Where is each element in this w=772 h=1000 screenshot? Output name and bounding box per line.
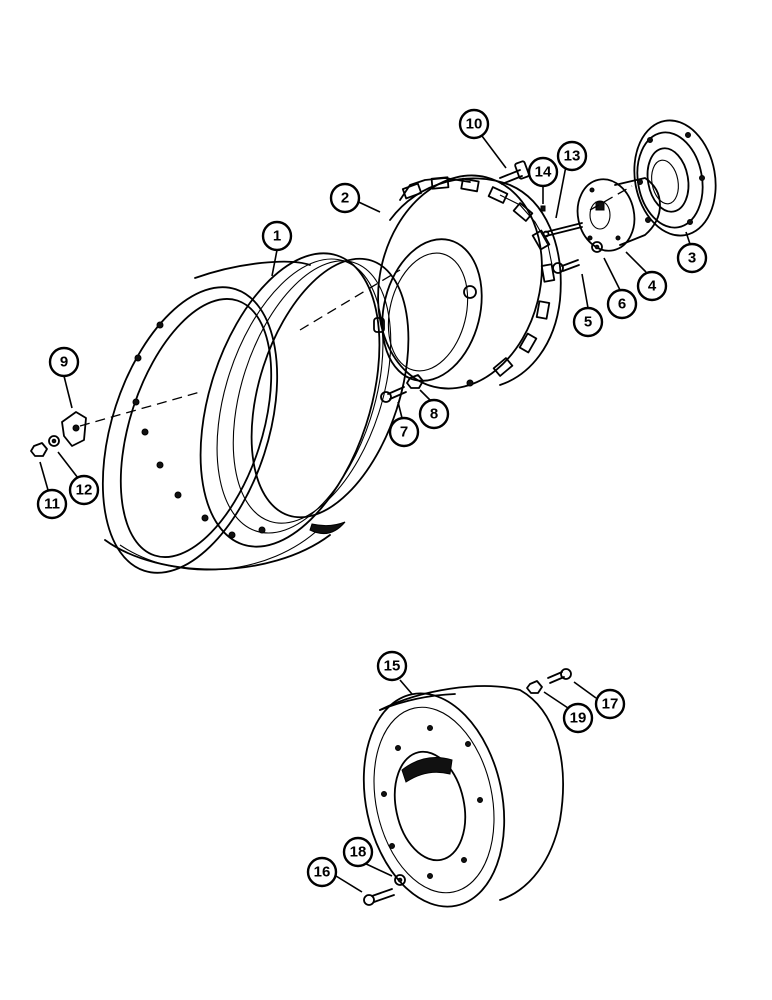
disc-nut-8 [406,374,424,389]
svg-text:15: 15 [384,658,401,675]
assembly-axis [79,185,633,427]
svg-text:3: 3 [688,250,696,267]
svg-text:6: 6 [618,296,626,313]
callout-4: 4 [636,270,668,302]
svg-text:11: 11 [44,496,60,513]
hub-bolt-5 [552,259,580,274]
svg-text:2: 2 [341,190,349,207]
callout-17: 17 [594,688,626,720]
leader-lines [39,135,691,893]
svg-text:13: 13 [564,148,581,165]
svg-text:17: 17 [602,696,619,713]
weight-nut-19 [526,680,543,694]
callout-7: 7 [388,416,420,448]
callout-10: 10 [458,108,490,140]
hub-flange [633,119,717,237]
nut-11 [30,442,48,457]
callout-12: 12 [68,474,100,506]
wheel-center-disc [373,174,562,390]
svg-text:19: 19 [570,710,587,727]
clamp-9 [61,411,87,447]
callout-15: 15 [376,650,408,682]
svg-text:18: 18 [350,844,367,861]
disc-bolt-7 [380,386,407,403]
svg-text:12: 12 [76,482,93,499]
svg-text:4: 4 [648,278,657,295]
weight-washer-18 [394,874,406,886]
setscrew [540,205,546,212]
svg-text:10: 10 [466,116,483,133]
callout-16: 16 [306,856,338,888]
weight-bolt-17 [547,668,572,684]
callout-19: 19 [562,702,594,734]
svg-text:9: 9 [60,354,68,371]
svg-text:8: 8 [430,406,438,423]
callout-3: 3 [676,242,708,274]
callout-14: 14 [527,156,559,188]
svg-text:5: 5 [584,314,592,331]
wheel-rim [101,252,410,574]
wheel-weight [362,685,564,908]
disc-lugs [401,176,556,377]
key-pin [542,222,583,238]
hub-washer-6 [591,241,603,253]
callout-5: 5 [572,306,604,338]
svg-text:16: 16 [314,864,331,881]
callout-13: 13 [556,140,588,172]
rim-bolt-holes [132,321,266,539]
callout-9: 9 [48,346,80,378]
svg-text:14: 14 [535,164,552,181]
callout-11: 11 [36,488,68,520]
svg-text:7: 7 [400,424,408,441]
callout-2: 2 [329,182,361,214]
hub-bolt-10 [499,160,530,185]
callout-1: 1 [261,220,293,252]
callout-18: 18 [342,836,374,868]
svg-text:1: 1 [273,228,281,245]
callout-8: 8 [418,398,450,430]
weight-bolt-16 [363,888,395,906]
washer-12 [48,435,60,447]
callout-6: 6 [606,288,638,320]
